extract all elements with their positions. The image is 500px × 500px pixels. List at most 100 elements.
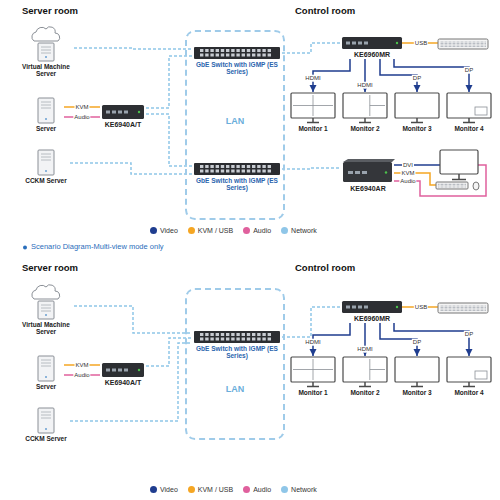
monitor: Monitor 4	[446, 356, 492, 396]
region-label: LAN	[187, 116, 283, 127]
region-label: LAN	[187, 384, 283, 395]
device-label: Monitor 2	[342, 388, 388, 396]
signal-label: KVM	[74, 362, 89, 369]
kvm-receiver: KE6940AR	[340, 158, 396, 193]
multiview-receiver: KE6960MR	[340, 36, 404, 59]
device-label: KE6940A/T	[100, 378, 146, 387]
device-label: Monitor 1	[290, 388, 336, 396]
vm-server: Virtual Machine Server	[18, 286, 74, 336]
device-icon	[38, 150, 54, 175]
device-label: KE6960MR	[340, 50, 404, 59]
device-label: Server	[28, 382, 64, 390]
network-link	[282, 168, 340, 169]
signal-label: Audio	[399, 178, 416, 185]
signal-label: DP	[464, 67, 474, 74]
legend-swatch	[243, 227, 250, 234]
usb-keyboard	[402, 303, 488, 313]
device-label: GbE Switch with IGMP (ES Series)	[192, 176, 282, 192]
device-label: CCKM Server	[22, 434, 70, 442]
workstation	[394, 150, 486, 196]
legend-item: Network	[281, 486, 317, 493]
signal-label: HDMI	[356, 346, 373, 353]
legend: Video KVM / USB Audio Network	[150, 486, 317, 493]
signal-label: USB	[414, 304, 428, 311]
device-icon	[102, 363, 144, 377]
monitor: Monitor 2	[342, 356, 388, 396]
signal-label: DP	[464, 331, 474, 338]
device-icons	[32, 27, 491, 433]
legend-text: Network	[291, 486, 317, 493]
legend-text: Video	[160, 227, 178, 234]
gbe-switch: GbE Switch with IGMP (ES Series)	[192, 46, 282, 76]
device-icon	[194, 163, 280, 175]
device-label: Server	[28, 124, 64, 132]
device-icon	[447, 357, 491, 387]
device-icon	[102, 105, 144, 119]
vm-server: Virtual Machine Server	[18, 28, 74, 78]
signal-label: KVM	[74, 104, 89, 111]
legend-text: Audio	[253, 227, 271, 234]
gbe-switch: GbE Switch with IGMP (ES Series)	[192, 162, 282, 192]
network-link	[74, 306, 192, 333]
device-icon	[395, 357, 439, 387]
monitor: Monitor 3	[394, 92, 440, 132]
usb-keyboard	[402, 39, 488, 49]
gbe-switch: GbE Switch with IGMP (ES Series)	[192, 330, 282, 360]
device-icon	[291, 357, 335, 387]
device-icon	[194, 47, 280, 59]
device-icon	[38, 356, 54, 381]
device-icon	[343, 159, 395, 182]
legend-item: Audio	[243, 227, 271, 234]
server: Server	[28, 356, 64, 390]
legend-swatch	[243, 486, 250, 493]
monitor: Monitor 1	[290, 92, 336, 132]
device-icon	[32, 285, 60, 319]
device-label: KE6940AR	[340, 184, 396, 193]
legend-swatch	[150, 486, 157, 493]
device-label: GbE Switch with IGMP (ES Series)	[192, 60, 282, 76]
device-label: Monitor 3	[394, 388, 440, 396]
legend-swatch	[281, 486, 288, 493]
device-icon	[395, 93, 439, 123]
legend-swatch	[281, 227, 288, 234]
network-link	[282, 43, 340, 53]
legend-text: Audio	[253, 486, 271, 493]
legend-item: KVM / USB	[188, 486, 233, 493]
room-heading: Control room	[295, 6, 355, 16]
room-heading: Server room	[22, 263, 78, 273]
kvm-transmitter: KE6940A/T	[100, 104, 146, 129]
legend-text: Video	[160, 486, 178, 493]
device-label: Virtual Machine Server	[18, 62, 74, 78]
room-heading: Server room	[22, 6, 78, 16]
signal-label: Audio	[73, 372, 90, 379]
scenario-caption: Scenario Diagram-Multi-view mode only	[31, 243, 164, 251]
device-label: KE6960MR	[340, 314, 404, 323]
signal-label: HDMI	[304, 75, 321, 82]
network-link	[70, 343, 192, 421]
legend-text: KVM / USB	[198, 486, 233, 493]
device-label: Virtual Machine Server	[18, 320, 74, 336]
signal-label: KVM	[400, 170, 415, 177]
legend-text: Network	[291, 227, 317, 234]
device-label: Monitor 4	[446, 388, 492, 396]
network-link	[74, 48, 192, 49]
cckm-server: CCKM Server	[22, 150, 70, 184]
server: Server	[28, 98, 64, 132]
legend-swatch	[188, 227, 195, 234]
monitor: Monitor 2	[342, 92, 388, 132]
legend-item: Video	[150, 486, 178, 493]
monitor: Monitor 1	[290, 356, 336, 396]
bullet	[23, 246, 27, 250]
device-icon	[38, 408, 54, 433]
monitor: Monitor 4	[446, 92, 492, 132]
cckm-server: CCKM Server	[22, 408, 70, 442]
video-cable	[394, 59, 469, 92]
device-label: Monitor 1	[290, 124, 336, 132]
legend-item: Video	[150, 227, 178, 234]
device-icon	[343, 357, 387, 387]
lan-region: LAN GbE Switch with IGMP (ES Series) GbE S…	[185, 30, 285, 220]
device-label: Monitor 2	[342, 124, 388, 132]
device-icon	[291, 93, 335, 123]
legend-text: KVM / USB	[198, 227, 233, 234]
network-link	[70, 163, 192, 174]
